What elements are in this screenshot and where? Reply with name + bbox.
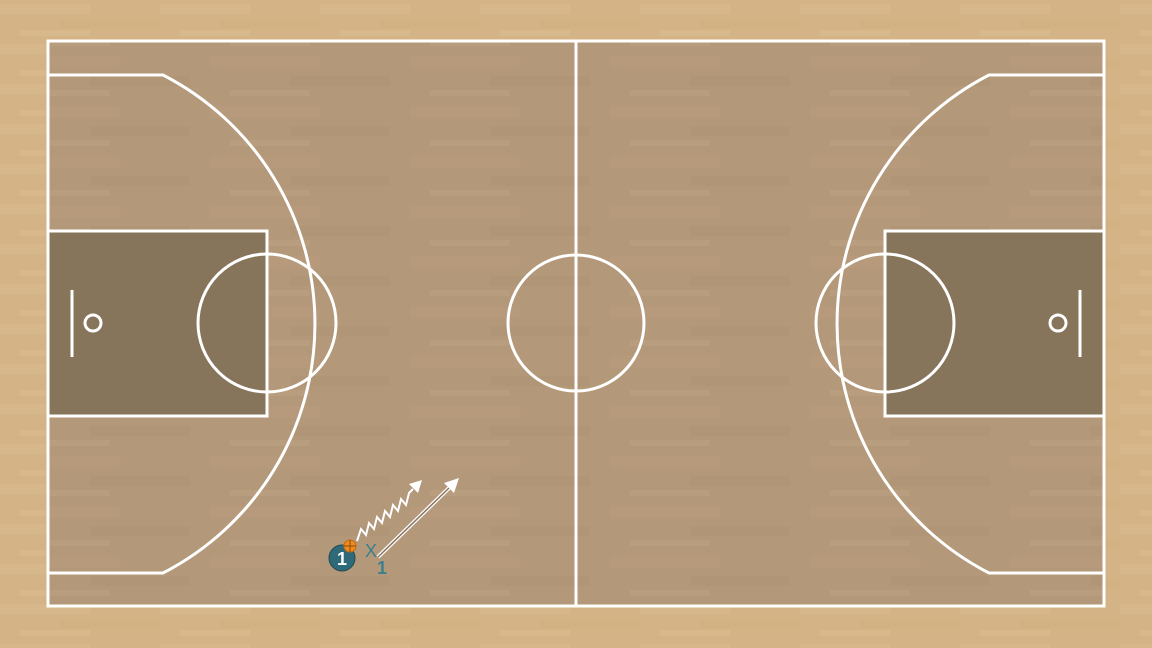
left-paint: [48, 231, 267, 416]
basketball-icon: [343, 539, 357, 553]
center-circle: [506, 253, 646, 393]
right-key-outline: [883, 229, 1106, 418]
left-key-outline: [46, 229, 269, 418]
defense-player-1[interactable]: X 1: [365, 541, 387, 578]
left-hoop: [83, 313, 103, 333]
cut-arrow-icon: [376, 478, 459, 559]
defender-label: 1: [377, 558, 387, 578]
right-hoop: [1048, 313, 1068, 333]
right-paint: [885, 231, 1104, 416]
dribble-arrow-icon: [356, 480, 422, 542]
defender-x-mark: X: [365, 541, 377, 561]
left-free-throw-circle: [196, 252, 338, 394]
right-three-point-line: [835, 73, 1104, 575]
left-three-point-line: [48, 73, 317, 575]
right-free-throw-circle: [814, 252, 956, 394]
offense-player-label: 1: [337, 549, 347, 569]
